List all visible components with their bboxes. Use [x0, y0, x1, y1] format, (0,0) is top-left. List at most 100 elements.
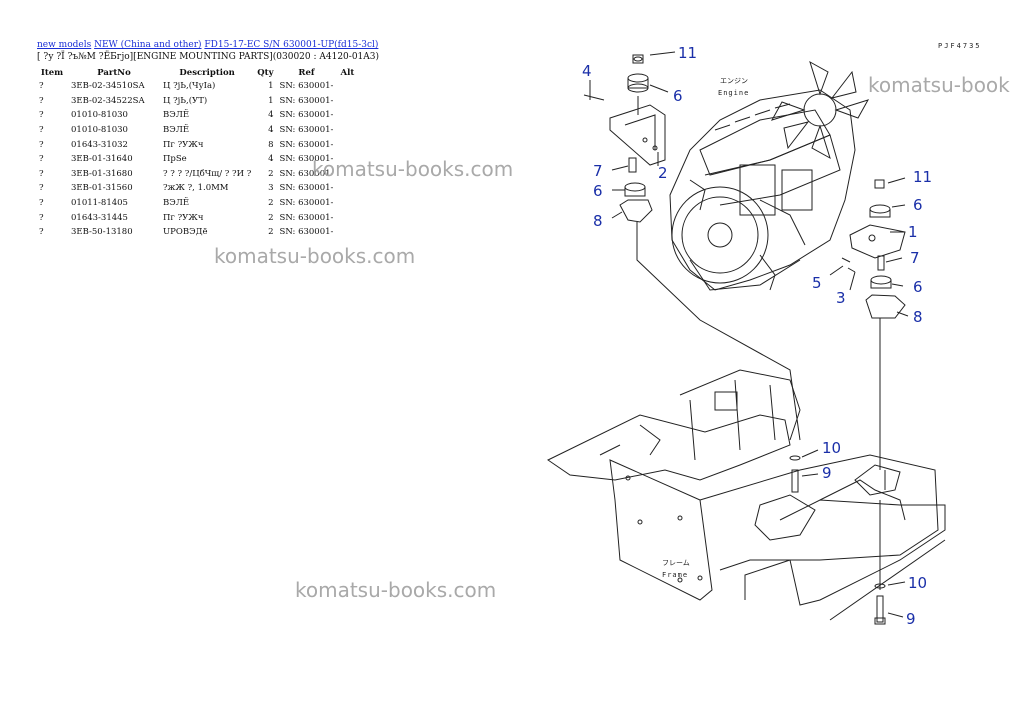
table-cell-item: ? [39, 139, 44, 150]
leader-lines [589, 51, 909, 618]
table-cell-ref: SN: 630001- [279, 81, 334, 92]
callout-6-right: 6 [913, 196, 923, 214]
table-cell-qty: 4 [268, 125, 274, 136]
table-cell-partno: 01010-81030 [71, 110, 128, 121]
table-cell-partno: 01643-31032 [71, 139, 128, 150]
table-cell-ref: SN: 630001- [279, 139, 334, 150]
table-cell-item: ? [39, 95, 44, 106]
table-cell-partno: 3EB-50-13180 [71, 227, 133, 238]
table-cell-item: ? [39, 212, 44, 223]
col-partno: PartNo [97, 67, 131, 78]
breadcrumb-link-region[interactable]: NEW (China and other) [94, 40, 202, 50]
col-qty: Qty [257, 67, 274, 78]
table-cell-item: ? [39, 154, 44, 165]
callout-6-left: 6 [593, 182, 603, 200]
table-cell-partno: 3EB-01-31640 [71, 154, 133, 165]
table-cell-partno: 3EB-02-34522SA [71, 95, 145, 106]
table-cell-qty: 4 [268, 110, 274, 121]
table-cell-ref: SN: 630001- [279, 198, 334, 209]
watermark-top-right: komatsu-book [868, 73, 1010, 97]
drawing-code: PJF4735 [938, 42, 982, 50]
table-cell-description: ? ? ? ?/ЦбЧщ/ ? ?И ? [163, 168, 252, 179]
table-cell-ref: SN: 630001- [279, 168, 334, 179]
table-cell-ref: SN: 630001- [279, 125, 334, 136]
watermark-middle: komatsu-books.com [312, 157, 514, 181]
table-cell-qty: 2 [268, 168, 274, 179]
table-cell-ref: SN: 630001- [279, 227, 334, 238]
col-alt: Alt [340, 67, 355, 78]
table-cell-partno: 3EB-01-31560 [71, 183, 133, 194]
table-cell-description: Пг ?УЖч [163, 139, 204, 150]
table-cell-partno: 01643-31445 [71, 212, 128, 223]
page-title: [ ?у ?Ї ?ъ№М ?ЁБгјо][ENGINE MOUNTING PAR… [37, 52, 380, 62]
table-cell-ref: SN: 630001- [279, 110, 334, 121]
table-cell-description: Ц ?јЬ,(ЧуІа) [163, 81, 216, 92]
callout-5: 5 [812, 274, 822, 292]
table-cell-ref: SN: 630001- [279, 212, 334, 223]
table-cell-partno: 3EB-02-34510SA [71, 81, 145, 92]
table-cell-qty: 2 [268, 212, 274, 223]
callout-9-upper: 9 [822, 464, 832, 482]
table-cell-description: ПрSе [163, 154, 187, 165]
table-cell-description: UPОВЭДё [163, 227, 208, 238]
table-cell-description: ВЭЛЁ [163, 125, 190, 136]
callout-2: 2 [658, 164, 668, 182]
callout-8-right: 8 [913, 308, 923, 326]
callout-10-upper: 10 [822, 439, 841, 457]
table-cell-ref: SN: 630001- [279, 95, 334, 106]
table-header-row: Item PartNo Description Qty Ref Alt [36, 66, 358, 79]
table-cell-description: Ц ?јЬ,(УТ) [163, 95, 208, 106]
table-cell-description: Пг ?УЖч [163, 212, 204, 223]
watermark-bottom: komatsu-books.com [295, 578, 497, 602]
callout-6-top: 6 [673, 87, 683, 105]
breadcrumb: new models NEW (China and other) FD15-17… [37, 40, 378, 50]
parts-table: Item PartNo Description Qty Ref Alt ? 3EB… [36, 66, 358, 240]
table-cell-partno: 01010-81030 [71, 125, 128, 136]
breadcrumb-link-new-models[interactable]: new models [37, 40, 92, 50]
table-cell-qty: 3 [268, 183, 274, 194]
table-cell-partno: 01011-81405 [71, 198, 128, 209]
callout-7-right: 7 [910, 249, 920, 267]
engine-drawing [669, 60, 870, 291]
left-bracket-drawing [583, 91, 666, 166]
frame-label-en: Frame [662, 571, 688, 579]
table-cell-partno: 3EB-01-31680 [71, 168, 133, 179]
table-cell-qty: 2 [268, 198, 274, 209]
right-mount-drawing [841, 179, 906, 590]
callout-10-lower: 10 [908, 574, 927, 592]
callout-1: 1 [908, 223, 918, 241]
callout-3: 3 [836, 289, 846, 307]
table-cell-description: ВЭЛЁ [163, 198, 190, 209]
engine-label-jp: エンジン [720, 77, 748, 85]
table-cell-item: ? [39, 110, 44, 121]
callout-11-right: 11 [913, 168, 932, 186]
callout-8-left: 8 [593, 212, 603, 230]
col-ref: Ref [298, 67, 315, 78]
table-cell-qty: 1 [268, 81, 274, 92]
engine-label-en: Engine [718, 89, 749, 97]
table-cell-qty: 1 [268, 95, 274, 106]
frame-label-jp: フレーム [662, 559, 690, 567]
table-row: ? 3EB-02-34522SA Ц ?јЬ,(УТ) 1 SN: 630001- [36, 94, 358, 109]
table-cell-ref: SN: 630001- [279, 183, 334, 194]
col-item: Item [40, 67, 64, 78]
callout-11-top: 11 [678, 44, 697, 62]
callout-4: 4 [582, 62, 592, 80]
table-cell-qty: 2 [268, 227, 274, 238]
col-description: Description [179, 67, 235, 78]
left-mount-drawing [619, 54, 801, 441]
bolt-drawing [789, 455, 886, 625]
watermark-left: komatsu-books.com [214, 244, 416, 268]
breadcrumb-link-model[interactable]: FD15-17-EC S/N 630001-UP(fd15-3cl) [204, 40, 379, 50]
frame-drawing [547, 369, 946, 621]
